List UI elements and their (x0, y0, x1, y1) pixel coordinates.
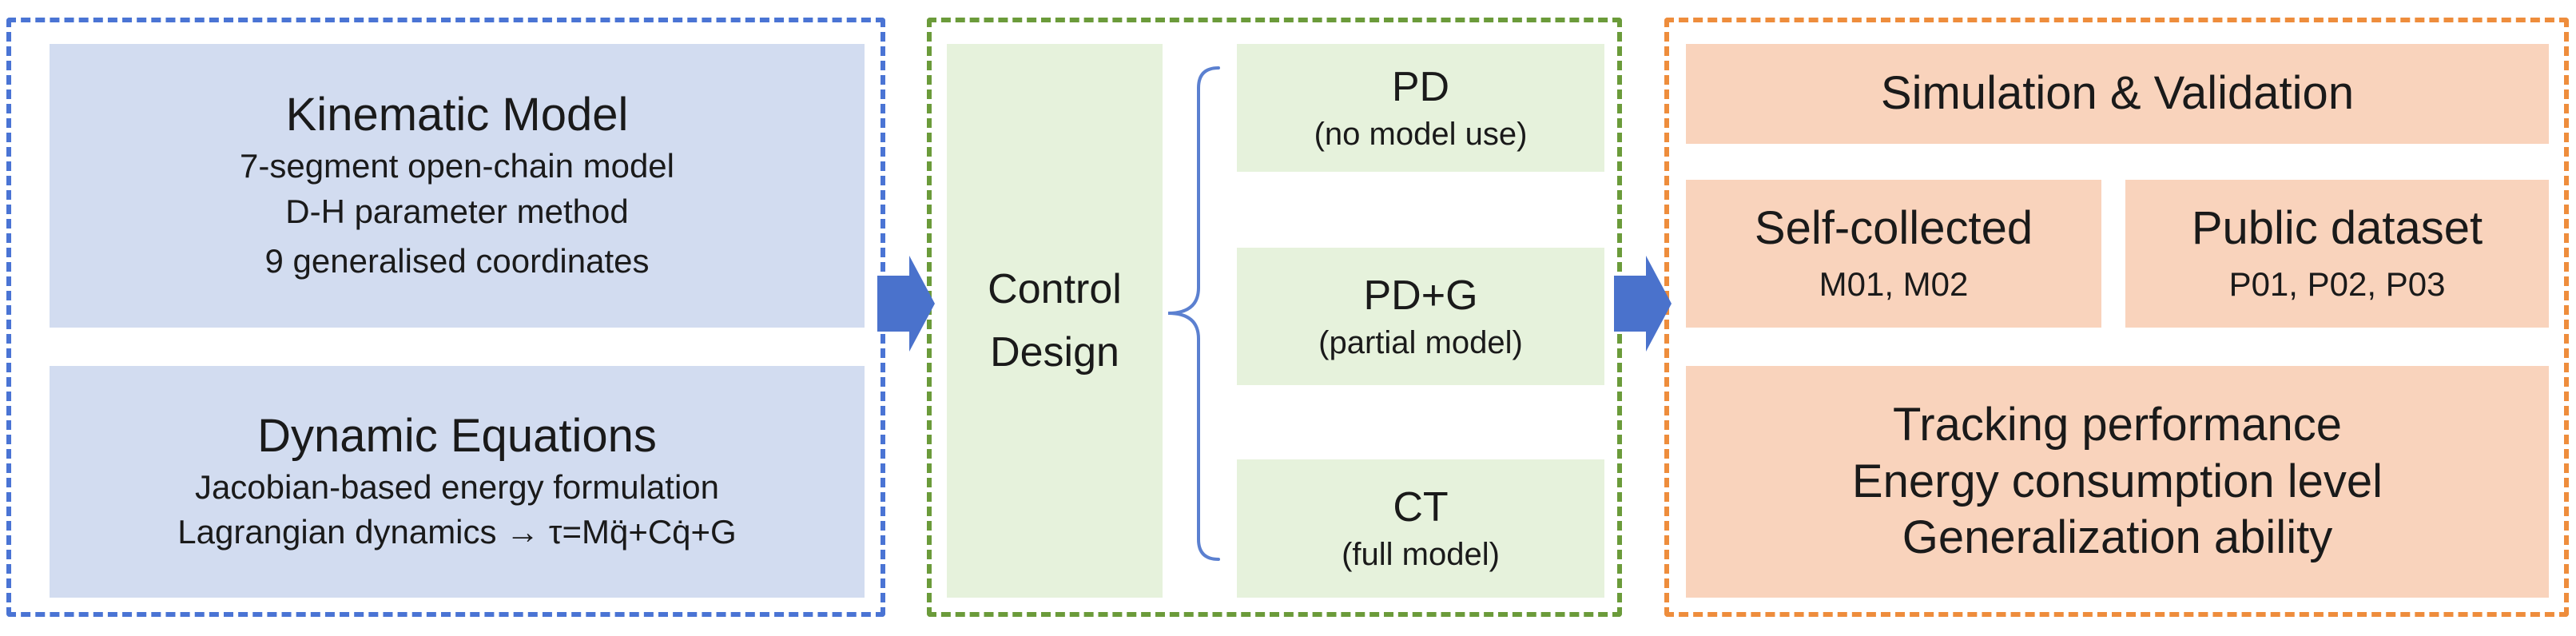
metrics-box: Tracking performance Energy consumption … (1686, 366, 2549, 598)
control-design-label-box: Control Design (947, 44, 1163, 598)
arrow-right-icon-2 (1614, 256, 1672, 352)
kinematic-line-3: 9 generalised coordinates (264, 242, 650, 280)
dynamic-line-1: Jacobian-based energy formulation (194, 467, 720, 506)
controller-pd-name: PD (1391, 63, 1450, 110)
kinematic-model-title: Kinematic Model (285, 89, 629, 141)
public-dataset-subjects: P01, P02, P03 (2228, 264, 2446, 303)
dynamic-line-2: Lagrangian dynamics → τ=Mq̈+Cq̇+G (177, 513, 737, 551)
controller-ct-name: CT (1393, 484, 1449, 531)
dynamic-equations-title: Dynamic Equations (257, 409, 657, 462)
simulation-validation-box: Simulation & Validation (1686, 44, 2549, 144)
metric-energy-consumption: Energy consumption level (1851, 455, 2383, 507)
controller-pdg-desc: (partial model) (1318, 324, 1523, 360)
control-design-label-line-2: Design (990, 328, 1119, 376)
control-design-label-line-1: Control (988, 265, 1122, 312)
arrow-right-icon-1 (877, 256, 935, 352)
controller-pdg-name: PD+G (1363, 272, 1478, 319)
self-collected-box: Self-collected M01, M02 (1686, 180, 2101, 328)
metric-generalization-ability: Generalization ability (1902, 511, 2333, 564)
controller-pd-box: PD (no model use) (1237, 44, 1604, 172)
metric-tracking-performance: Tracking performance (1893, 398, 2342, 451)
public-dataset-box: Public dataset P01, P02, P03 (2125, 180, 2549, 328)
controller-ct-desc: (full model) (1342, 537, 1500, 572)
controller-ct-box: CT (full model) (1237, 459, 1604, 598)
simulation-validation-title: Simulation & Validation (1880, 67, 2355, 120)
validation-panel (1664, 18, 2569, 617)
kinematic-line-2: D-H parameter method (285, 192, 629, 230)
dynamic-equations-box: Dynamic Equations Jacobian-based energy … (50, 366, 865, 598)
controller-pd-desc: (no model use) (1314, 116, 1528, 152)
self-collected-subjects: M01, M02 (1819, 264, 1969, 303)
kinematic-model-box: Kinematic Model 7-segment open-chain mod… (50, 44, 865, 328)
public-dataset-title: Public dataset (2191, 201, 2483, 254)
controller-pdg-box: PD+G (partial model) (1237, 248, 1604, 385)
self-collected-title: Self-collected (1754, 201, 2033, 254)
brace-icon (1167, 66, 1220, 561)
kinematic-line-1: 7-segment open-chain model (240, 146, 674, 185)
